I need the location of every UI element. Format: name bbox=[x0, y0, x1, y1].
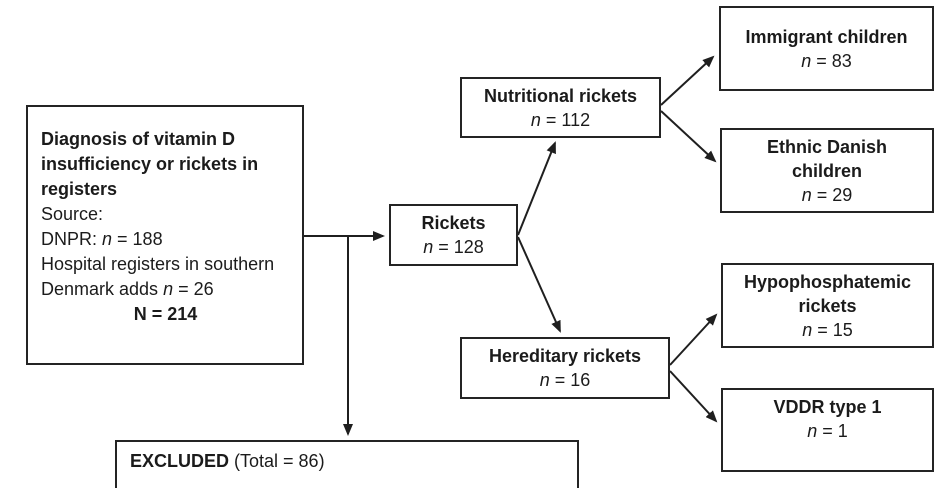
ethnic-danish-children-box: Ethnic Danish children n = 29 bbox=[720, 128, 934, 213]
hypophosphatemic-rickets-box: Hypophosphatemic rickets n = 15 bbox=[721, 263, 934, 348]
vddr-count: n = 1 bbox=[807, 419, 848, 443]
nutritional-count: n = 112 bbox=[531, 108, 590, 132]
vddr-title: VDDR type 1 bbox=[773, 397, 882, 417]
nutritional-n-value: = 112 bbox=[540, 109, 591, 130]
hospital-n-symbol: n bbox=[163, 279, 174, 299]
hospital-prefix: Denmark adds bbox=[41, 279, 164, 299]
hypo-n-value: = 15 bbox=[812, 319, 853, 340]
immigrant-children-box: Immigrant children n = 83 bbox=[719, 6, 934, 91]
diagnosis-hospital-line1: Hospital registers in southern bbox=[41, 254, 275, 274]
ethnic-n-symbol: n bbox=[801, 184, 812, 205]
diagnosis-total: N = 214 bbox=[133, 304, 198, 324]
ethnic-n-value: = 29 bbox=[811, 184, 853, 205]
diagnosis-source-label: Source: bbox=[41, 204, 104, 224]
nutritional-rickets-box: Nutritional rickets n = 112 bbox=[460, 77, 661, 138]
ethnic-title-line1: Ethnic Danish bbox=[766, 136, 887, 157]
excluded-label-rest: (Total = 86) bbox=[229, 451, 325, 471]
hereditary-title: Hereditary rickets bbox=[488, 346, 642, 366]
diagnosis-title-line1: Diagnosis of vitamin D bbox=[41, 129, 236, 149]
diagnosis-box: Diagnosis of vitamin D insufficiency or … bbox=[26, 105, 304, 365]
nutritional-title: Nutritional rickets bbox=[483, 85, 638, 106]
vddr-type1-box: VDDR type 1 n = 1 bbox=[721, 388, 934, 472]
dnpr-value: = 188 bbox=[112, 229, 163, 249]
hereditary-n-symbol: n bbox=[539, 370, 550, 390]
diagnosis-dnpr-line: DNPR: n = 188 bbox=[41, 227, 290, 252]
diagnosis-title-line2: insufficiency or rickets in bbox=[41, 154, 259, 174]
connector-nutritional-to-immigrant bbox=[660, 55, 715, 106]
hereditary-n-value: = 16 bbox=[549, 370, 591, 390]
ethnic-title-line2: children bbox=[791, 160, 862, 181]
rickets-n-symbol: n bbox=[423, 237, 434, 257]
ethnic-count: n = 29 bbox=[802, 183, 853, 207]
hereditary-count: n = 16 bbox=[540, 368, 591, 392]
rickets-n-value: = 128 bbox=[433, 237, 484, 257]
diagnosis-title-line3: registers bbox=[41, 179, 118, 199]
hereditary-rickets-box: Hereditary rickets n = 16 bbox=[460, 337, 670, 399]
connector-hereditary-to-vddr bbox=[669, 370, 718, 423]
dnpr-n-symbol: n bbox=[102, 229, 113, 249]
rickets-count: n = 128 bbox=[423, 235, 484, 259]
connector-nutritional-to-ethnic bbox=[660, 110, 717, 163]
immigrant-n-symbol: n bbox=[801, 50, 812, 71]
hypo-count: n = 15 bbox=[802, 318, 853, 342]
hypo-title-line1: Hypophosphatemic bbox=[743, 271, 912, 292]
immigrant-count: n = 83 bbox=[801, 49, 852, 73]
immigrant-n-value: = 83 bbox=[811, 50, 852, 71]
connector-rickets-to-hereditary bbox=[517, 236, 561, 333]
hypo-title-line2: rickets bbox=[798, 295, 857, 316]
dnpr-prefix: DNPR: bbox=[41, 229, 103, 249]
vddr-n-value: = 1 bbox=[817, 421, 848, 441]
hospital-value: = 26 bbox=[173, 279, 214, 299]
diagnosis-hospital-line2: Denmark adds n = 26 bbox=[41, 277, 290, 302]
nutritional-n-symbol: n bbox=[530, 109, 541, 130]
vddr-n-symbol: n bbox=[807, 421, 818, 441]
connector-hereditary-to-hypo bbox=[669, 313, 718, 366]
hypo-n-symbol: n bbox=[802, 319, 813, 340]
excluded-box: EXCLUDED (Total = 86) bbox=[115, 440, 579, 488]
excluded-label-bold: EXCLUDED bbox=[130, 451, 230, 471]
connector-rickets-to-nutritional bbox=[517, 141, 556, 236]
rickets-box: Rickets n = 128 bbox=[389, 204, 518, 266]
rickets-title: Rickets bbox=[421, 213, 486, 233]
immigrant-title: Immigrant children bbox=[745, 26, 908, 47]
